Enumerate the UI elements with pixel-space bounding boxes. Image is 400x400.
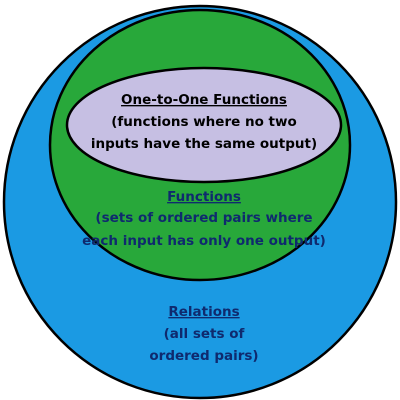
relations-title: Relations [168, 304, 239, 320]
one-to-one-description-line-2: inputs have the same output) [91, 136, 317, 152]
one-to-one-title: One-to-One Functions [121, 92, 287, 108]
relations-description-line-1: (all sets of [164, 326, 245, 342]
relations-description-line-2: ordered pairs) [149, 348, 258, 364]
functions-description-line-2: each input has only one output) [82, 233, 326, 249]
one-to-one-description-line-1: (functions where no two [111, 114, 297, 130]
functions-description-line-1: (sets of ordered pairs where [95, 210, 312, 226]
one-to-one-ellipse [65, 66, 343, 184]
functions-title: Functions [167, 189, 241, 205]
